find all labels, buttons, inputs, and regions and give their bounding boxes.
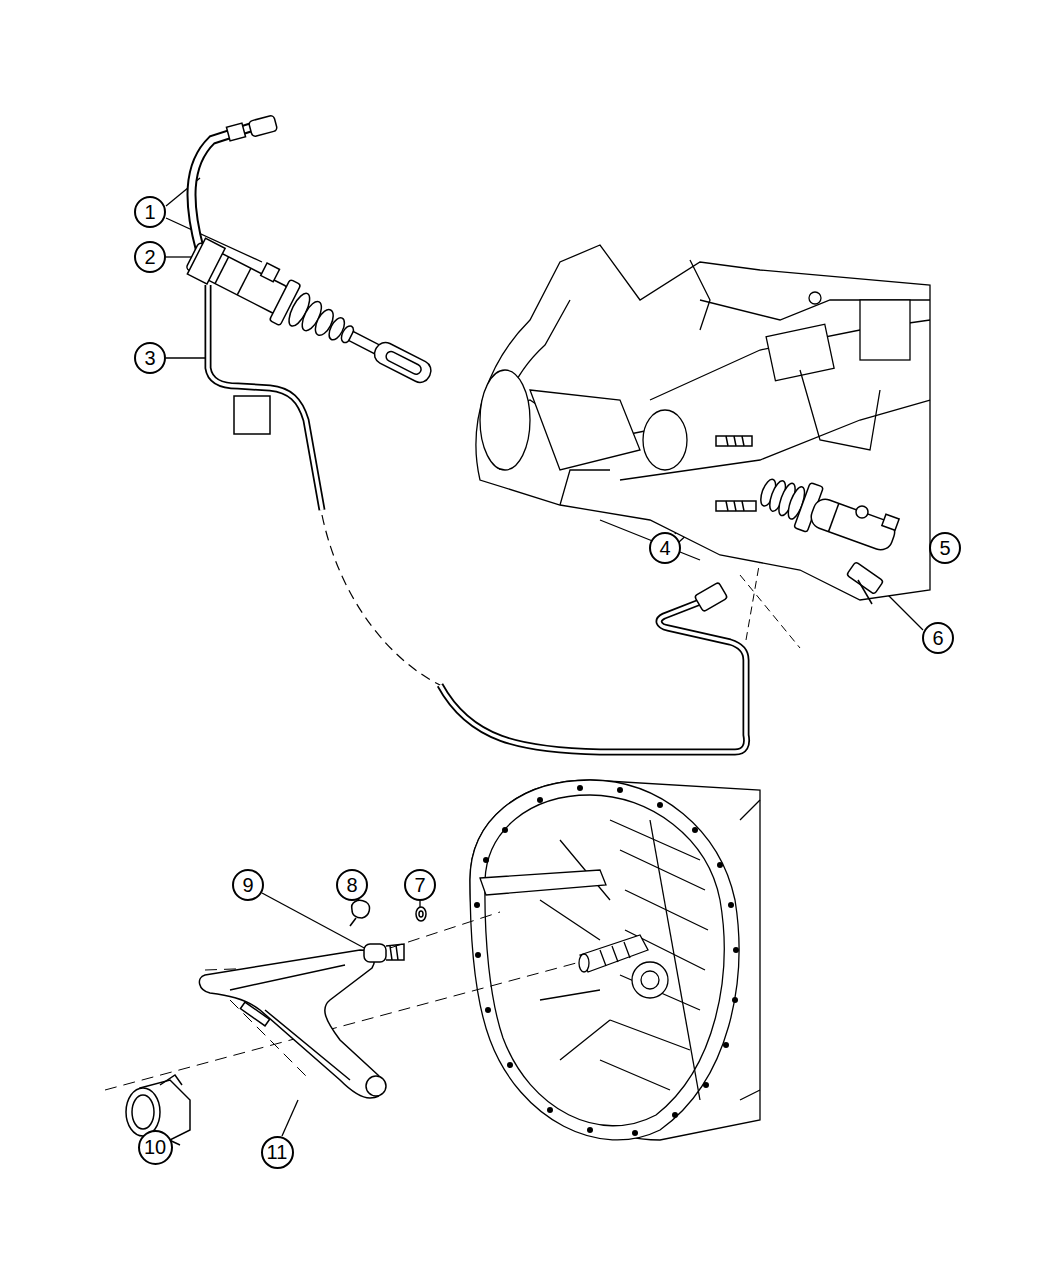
assembly-lines <box>105 912 580 1108</box>
transmission-housing <box>476 245 930 600</box>
callout-number: 7 <box>404 869 436 901</box>
callout-text: 6 <box>932 628 943 648</box>
bellhousing <box>470 780 760 1140</box>
callout-text: 11 <box>267 1142 288 1162</box>
callout-text: 4 <box>659 538 670 558</box>
callout-number: 3 <box>134 342 166 374</box>
callout-text: 2 <box>144 247 155 267</box>
bleeder-screw <box>846 506 883 604</box>
callout-number: 4 <box>649 532 681 564</box>
callout-number: 10 <box>138 1130 173 1165</box>
callout-number: 5 <box>929 532 961 564</box>
callout-text: 1 <box>144 202 155 222</box>
callout-text: 5 <box>939 538 950 558</box>
callout-number: 2 <box>134 241 166 273</box>
callout-text: 8 <box>346 875 357 895</box>
fork-pivot-parts <box>350 900 426 962</box>
reservoir-hose <box>191 115 277 250</box>
clutch-slave-cylinder <box>754 468 901 561</box>
callout-text: 9 <box>242 875 253 895</box>
callout-text: 3 <box>144 348 155 368</box>
callout-number: 11 <box>261 1136 294 1169</box>
callout-text: 7 <box>414 875 425 895</box>
mounting-studs <box>716 436 756 511</box>
clutch-master-cylinder <box>182 231 442 396</box>
release-fork <box>199 950 386 1098</box>
callout-number: 1 <box>134 196 166 228</box>
callout-number: 9 <box>232 869 264 901</box>
callout-text: 10 <box>144 1137 166 1157</box>
callout-number: 6 <box>922 622 954 654</box>
callout-number: 8 <box>336 869 368 901</box>
